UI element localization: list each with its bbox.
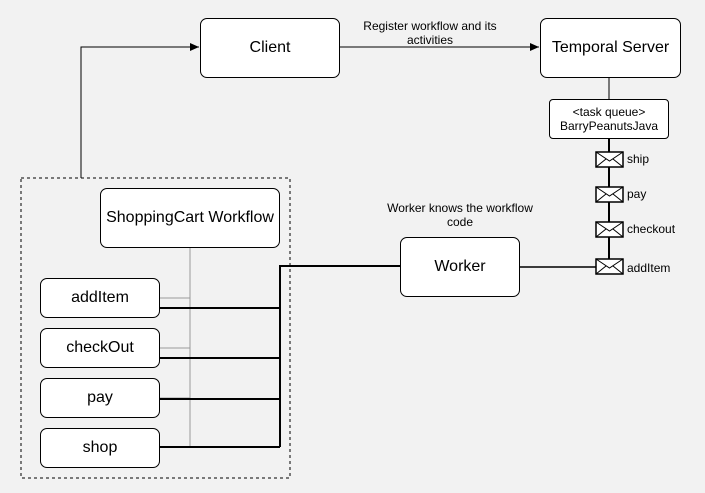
queue-message-label: addItem xyxy=(627,261,671,275)
activity-worker-bus xyxy=(160,265,400,448)
client-node[interactable]: Client xyxy=(200,18,340,78)
activity-node[interactable]: addItem xyxy=(40,278,160,318)
worker-note-line1: Worker knows the workflow xyxy=(387,201,533,215)
container-to-client-arrow xyxy=(80,43,199,178)
workflow-activity-links xyxy=(160,248,191,448)
workflow-label: ShoppingCart Workflow xyxy=(106,209,274,226)
temporal-server-node[interactable]: Temporal Server xyxy=(540,18,681,78)
activity-node[interactable]: checkOut xyxy=(40,328,160,368)
activity-label: checkOut xyxy=(66,339,134,356)
activity-node[interactable]: pay xyxy=(40,378,160,418)
queue-message-label: checkout xyxy=(627,222,676,236)
task-queue-node[interactable]: <task queue> BarryPeanutsJava xyxy=(549,99,669,139)
envelope-icon xyxy=(595,151,624,168)
worker-node[interactable]: Worker xyxy=(400,237,520,297)
worker-note-label: Worker knows the workflow code xyxy=(380,201,540,229)
workflow-node[interactable]: ShoppingCart Workflow xyxy=(100,188,280,248)
envelope-icon xyxy=(595,186,624,203)
register-edge-label: Register workflow and its activities xyxy=(350,19,510,47)
worker-note-line2: code xyxy=(446,215,474,229)
temporal-server-label: Temporal Server xyxy=(551,39,670,56)
queue-message-envelopes xyxy=(595,151,624,275)
register-line2: activities xyxy=(406,33,453,47)
queue-message-label: pay xyxy=(627,187,647,201)
register-line1: Register workflow and its xyxy=(363,19,497,33)
worker-label: Worker xyxy=(434,258,486,275)
client-label: Client xyxy=(249,39,291,56)
activity-label: pay xyxy=(87,389,113,406)
workflow-container xyxy=(20,177,291,479)
activity-label: shop xyxy=(82,439,118,456)
task-queue-name-label: BarryPeanutsJava xyxy=(559,119,659,133)
envelope-icon xyxy=(595,258,624,275)
activity-label: addItem xyxy=(71,289,129,306)
queue-message-label: ship xyxy=(627,152,650,166)
envelope-icon xyxy=(595,221,624,238)
task-queue-type-label: <task queue> xyxy=(572,105,646,119)
activity-node[interactable]: shop xyxy=(40,428,160,468)
